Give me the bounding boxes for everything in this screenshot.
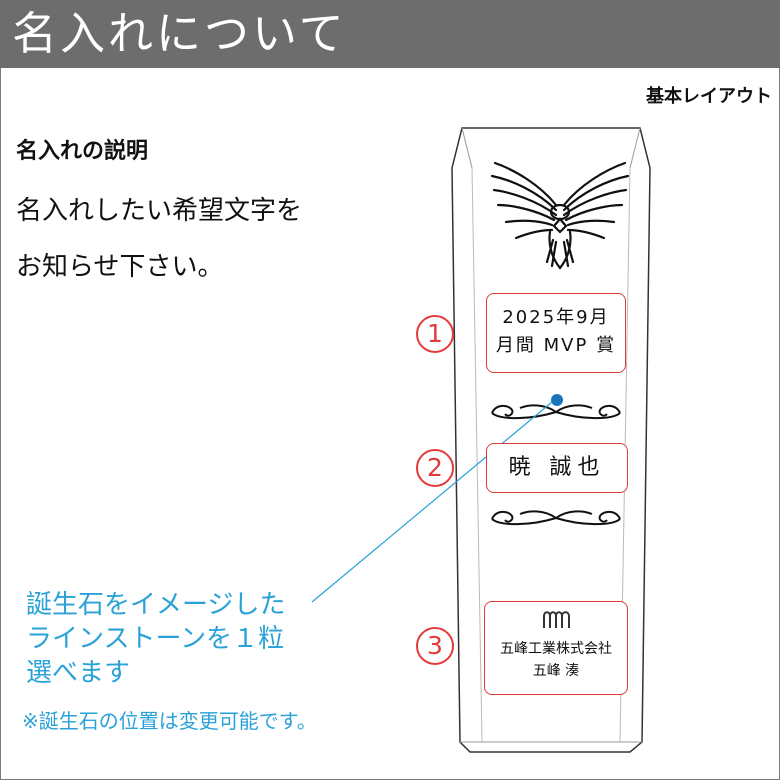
plate-line: 暁 誠也 — [508, 455, 606, 480]
plate-number-marker: 3 — [416, 627, 454, 665]
header-bar: 名入れについて — [0, 0, 780, 68]
birthstone-note: 誕生石をイメージした ラインストーンを１粒 選べます — [26, 588, 285, 690]
company-logo-icon — [543, 611, 570, 628]
birthstone-leader-line — [311, 401, 553, 603]
plate-line: 五峰 湊 — [532, 663, 580, 679]
note-line: 選べます — [26, 658, 131, 688]
note-line: ラインストーンを１粒 — [26, 624, 285, 654]
section-heading: 名入れの説明 — [16, 139, 149, 164]
engraving-plate-company: 五峰工業株式会社 五峰 湊 — [484, 601, 628, 695]
ornament-divider — [491, 510, 621, 526]
note-line: 誕生石をイメージした — [26, 590, 286, 620]
plate-line: 月間 MVP 賞 — [495, 335, 617, 356]
birthstone-dot — [551, 394, 563, 406]
description-line: お知らせ下さい。 — [16, 252, 224, 282]
layout-label: 基本レイアウト — [646, 86, 772, 107]
plate-number-marker: 1 — [416, 315, 454, 353]
ornament-divider — [491, 404, 621, 420]
page-title: 名入れについて — [12, 7, 347, 60]
engraving-plate-title: 2025年9月 月間 MVP 賞 — [486, 293, 626, 373]
engraving-plate-name: 暁 誠也 — [486, 443, 628, 493]
description-line: 名入れしたい希望文字を — [16, 196, 303, 226]
eagle-icon — [490, 161, 630, 270]
plate-line: 2025年9月 — [502, 307, 610, 328]
plate-line: 五峰工業株式会社 — [500, 641, 612, 657]
birthstone-position-note: ※誕生石の位置は変更可能です。 — [22, 709, 317, 733]
trophy-outline — [451, 127, 651, 753]
plate-number-marker: 2 — [416, 449, 454, 487]
